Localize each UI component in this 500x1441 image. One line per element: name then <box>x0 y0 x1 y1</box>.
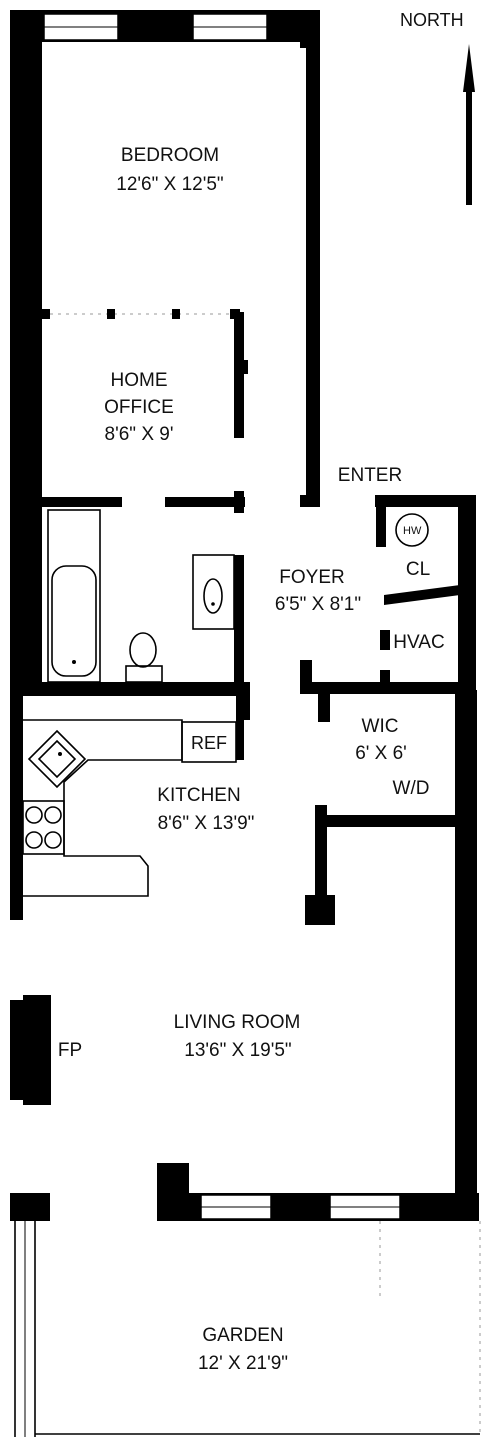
fireplace-label: FP <box>58 1040 82 1061</box>
kitchen-name: KITCHEN <box>157 785 240 806</box>
foyer-name: FOYER <box>279 567 344 588</box>
home-office-name-2: OFFICE <box>104 397 174 418</box>
bedroom-name: BEDROOM <box>121 145 219 166</box>
garden-dims: 12' X 21'9" <box>198 1353 288 1374</box>
wic-name: WIC <box>362 716 399 737</box>
home-office-dims: 8'6" X 9' <box>105 424 174 445</box>
north-arrow: NORTH <box>400 10 475 205</box>
kitchen-dims: 8'6" X 13'9" <box>158 813 255 834</box>
sink-vanity <box>192 554 235 630</box>
stove <box>22 800 65 855</box>
water-heater-label: HW <box>403 525 422 537</box>
living-room-dims: 13'6" X 19'5" <box>184 1040 291 1061</box>
living-room-name: LIVING ROOM <box>174 1012 301 1033</box>
wic-dims: 6' X 6' <box>355 743 407 764</box>
bathtub <box>47 509 101 683</box>
garden-area <box>14 1221 481 1437</box>
refrigerator <box>181 721 237 763</box>
refrigerator-label: REF <box>191 733 227 753</box>
closet-label: CL <box>406 559 430 580</box>
bathroom-fixtures <box>47 509 235 683</box>
garden-name: GARDEN <box>202 1325 283 1346</box>
north-label: NORTH <box>400 10 464 30</box>
foyer-dims: 6'5" X 8'1" <box>275 594 361 615</box>
windows <box>43 13 401 1220</box>
water-heater: HW <box>395 513 429 547</box>
room-labels: BEDROOM 12'6" X 12'5" HOME OFFICE 8'6" X… <box>58 145 445 1374</box>
interior-walls <box>10 309 475 1221</box>
enter-label: ENTER <box>338 465 402 486</box>
toilet <box>125 665 163 683</box>
kitchen-fixtures <box>22 719 237 897</box>
hvac-label: HVAC <box>393 632 444 653</box>
bedroom-dims: 12'6" X 12'5" <box>116 174 223 195</box>
home-office-name-1: HOME <box>111 370 168 391</box>
kitchen-sink <box>27 729 87 789</box>
north-arrow-icon <box>463 44 475 205</box>
fireplace-block <box>23 995 51 1105</box>
washer-dryer-label: W/D <box>393 778 430 799</box>
